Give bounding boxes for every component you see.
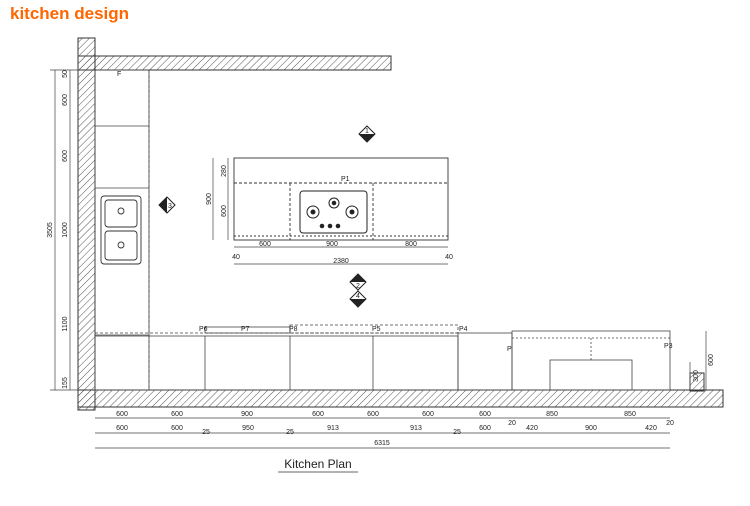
view-marker-number: 4 [356,293,360,300]
dim-label: 50 [62,70,69,78]
dim-label: 600 [422,411,434,418]
view-marker-number: 1 [365,128,369,135]
bottom-row1-labels: 600 600 900 600 600 600 600 850 850 [116,411,636,418]
island-dimensions [212,158,448,265]
dim-label: 900 [206,193,213,205]
dim-label: 600 [367,411,379,418]
bottom-row2-labels: 600 600 25 950 25 913 913 25 600 20 420 … [116,420,674,436]
dim-label: 600 [171,411,183,418]
view-marker-icon: 1 [358,125,376,143]
floor-wall [77,389,724,408]
panel-label: P5 [372,326,381,333]
panel-label: P3 [664,343,673,350]
dim-label: 850 [546,411,558,418]
dim-label: 600 [116,425,128,432]
dim-label: 155 [62,377,69,389]
dim-label: 600 [479,411,491,418]
panel-label: P8 [289,326,298,333]
panel-labels: P1 P3 P4 P5 P6 P7 P8 F P [117,71,673,353]
dim-label: 420 [645,425,657,432]
dim-label: 600 [171,425,183,432]
dim-label: 20 [666,420,674,427]
dim-label: 40 [445,254,453,261]
panel-label: F [117,71,121,78]
panel-label: P7 [241,326,250,333]
dim-label: 600 [312,411,324,418]
panel-label: P4 [459,326,468,333]
island-unit [233,157,449,241]
dim-label: 2380 [333,258,349,265]
dim-label: 20 [508,420,516,427]
dim-label: 900 [585,425,597,432]
island-dim-labels: 280 900 600 600 900 800 40 40 2380 [206,165,453,265]
base-cabinets [94,324,671,391]
dim-label: 1100 [62,316,69,331]
dim-label: 600 [62,94,69,106]
dim-label: 3505 [47,222,54,238]
view-marker-number: 2 [356,283,360,290]
dim-label: 950 [242,425,254,432]
dim-label: 913 [410,425,422,432]
dim-label: 900 [241,411,253,418]
drawing-caption: Kitchen Plan [284,457,351,471]
dim-label: 600 [221,205,228,217]
gas-hob-icon [299,190,368,234]
right-dim-labels: 600 300 [693,354,715,382]
view-markers: 1 2 3 4 [158,125,376,308]
left-dim-labels: 3505 50 600 600 1000 1100 155 [47,70,69,389]
dim-label: 420 [526,425,538,432]
left-wall [77,37,96,411]
view-marker-number: 3 [168,203,172,210]
panel-label: P6 [199,326,208,333]
right-dimension-lines [689,331,707,390]
dim-label: 1000 [62,222,69,238]
panel-label: P1 [341,176,350,183]
dim-label: 25 [202,429,210,436]
dim-label: 600 [259,241,271,248]
dim-label: 300 [693,370,700,382]
top-wall [77,55,392,71]
dim-label: 600 [62,150,69,162]
dim-label: 913 [327,425,339,432]
dim-label: 280 [221,165,228,177]
view-marker-icon: 4 [349,290,367,308]
dim-label: 900 [326,241,338,248]
view-marker-icon: 2 [349,273,367,291]
page-title: kitchen design [10,4,130,23]
view-marker-icon: 3 [158,196,176,214]
bottom-total-label: 6315 [374,440,390,447]
double-sink-icon [100,195,142,265]
dim-label: 25 [286,429,294,436]
dim-label: 25 [453,429,461,436]
dim-label: 800 [405,241,417,248]
dim-label: 600 [479,425,491,432]
dim-label: 600 [116,411,128,418]
walls [77,37,724,411]
dim-label: 600 [708,354,715,366]
left-dimension-lines [50,69,78,391]
panel-label: P [507,346,512,353]
bottom-dimension-lines [95,417,670,449]
dim-label: 40 [232,254,240,261]
dim-label: 850 [624,411,636,418]
